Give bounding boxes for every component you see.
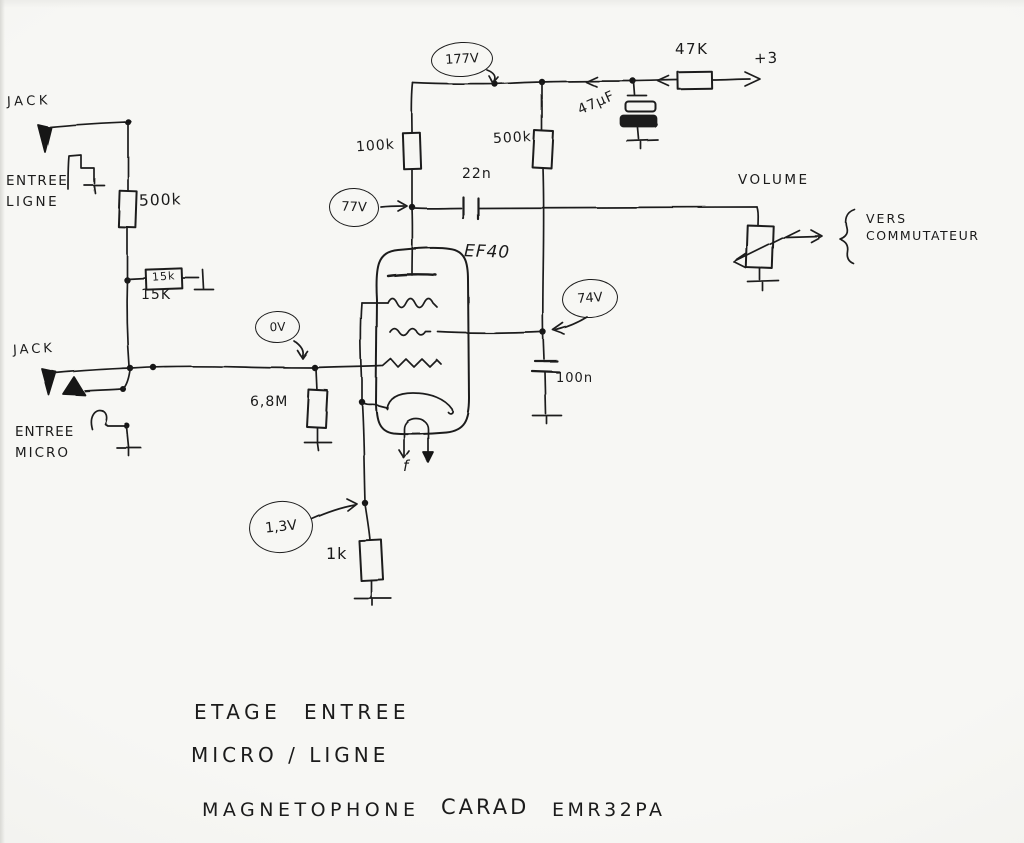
anode-plate [386,273,438,278]
micro-input-name-2: MICRO [15,445,71,461]
caption-line3-model: EMR32PA [552,799,666,821]
caption-line3-device: MAGNETOPHONE [202,799,420,821]
ground-symbol [626,139,659,142]
volume-pot-label: VOLUME [738,172,810,188]
resistor-1k-symbol [357,538,385,582]
node-dot [126,364,134,372]
node-dot [629,77,637,85]
supply-rail-label: +3 [753,48,779,68]
tube-ef40-symbol [358,246,470,463]
shunt-resistor-value-in-box: 15k [151,269,176,284]
grid-branch [293,340,383,451]
node-dot [149,363,157,371]
output-dest-label-2: COMMUTATEUR [866,228,980,243]
resistor-500k-line-symbol [117,189,138,229]
dropper-resistor-47k-symbol [676,70,714,91]
output-arrowhead [810,229,823,243]
node-dot [358,398,366,406]
voltage-1-3v-pointer-arrow [311,504,356,520]
grid-g1 [382,358,442,368]
line-series-resistor-label: 500k [138,190,182,210]
heater-arrowhead [422,451,434,463]
jack-plug-symbol [41,368,57,396]
rail-flow-arrowhead [657,75,670,87]
resistor-500k-symbol [531,129,555,170]
caption-line1-word1: ETAGE [194,700,282,724]
voltage-77v-pointer-arrow [380,200,408,212]
volume-pot-symbol [733,209,856,292]
grid-g2 [389,327,432,337]
line-input-branch [37,118,215,372]
cathode-branch [311,402,392,606]
heater-filament [403,417,429,460]
jack-switch-contact [67,154,95,190]
brace-symbol [839,209,856,264]
node-dot [539,328,547,336]
node-dot [311,364,319,372]
ground-symbol [747,280,780,283]
line-input-name-1: ENTREE [6,173,69,189]
tube-envelope [375,246,470,435]
caption-line3-brand: CARAD [441,795,530,819]
caption-line1-word2: ENTREE [304,700,410,724]
jack-plug-symbol [37,124,52,153]
rail-end-arrowhead [744,71,761,87]
screen-resistor-label: 500k [492,128,533,148]
resistor-100k-symbol [401,131,423,171]
output-arrow [785,235,820,238]
node-dot [361,499,369,507]
cathode [386,392,454,415]
micro-jack-label: JACK [12,340,56,359]
caption-line2: MICRO / LIGNE [191,743,390,767]
heater-arrowhead [398,449,410,459]
jack-switch-contact [90,409,126,430]
grid-g3 [387,297,438,309]
voltage-74v-pointer-arrow [552,316,588,335]
anode-resistor-label: 100k [355,136,396,156]
tube-type-label: EF40 [463,241,511,263]
shunt-resistor-label: 15K [141,287,171,303]
coupling-cap-22n-symbol [413,195,760,227]
micro-input-name-1: ENTREE [15,424,75,440]
line-input-name-2: LIGNE [6,194,60,210]
anode-branch [401,82,423,276]
screen-cap-label: 100n [556,371,594,386]
rail-flow-arrowhead [585,76,598,88]
node-dot [124,423,130,429]
resistor-6-8m-symbol [305,388,329,429]
dropper-resistor-label: 47K [675,40,709,58]
heater-pin-label: f [403,457,410,475]
node-dot [124,118,132,126]
micro-input-branch [41,363,315,457]
voltage-0v-pointer-arrow [293,340,305,358]
filter-cap-47uf-symbol [620,81,659,150]
coupling-cap-label: 22n [462,166,492,182]
pot-wiper [735,229,800,262]
line-jack-label: JACK [6,93,52,110]
grid-leak-resistor-label: 6,8M [250,394,289,410]
screen-branch [437,81,563,425]
output-dest-label-1: VERS [866,211,908,226]
cathode-resistor-label: 1k [326,544,348,563]
voltage-177v-pointer-arrow [486,69,499,84]
wiper-arrowhead [733,253,747,269]
jack-contact-symbol [62,376,86,396]
